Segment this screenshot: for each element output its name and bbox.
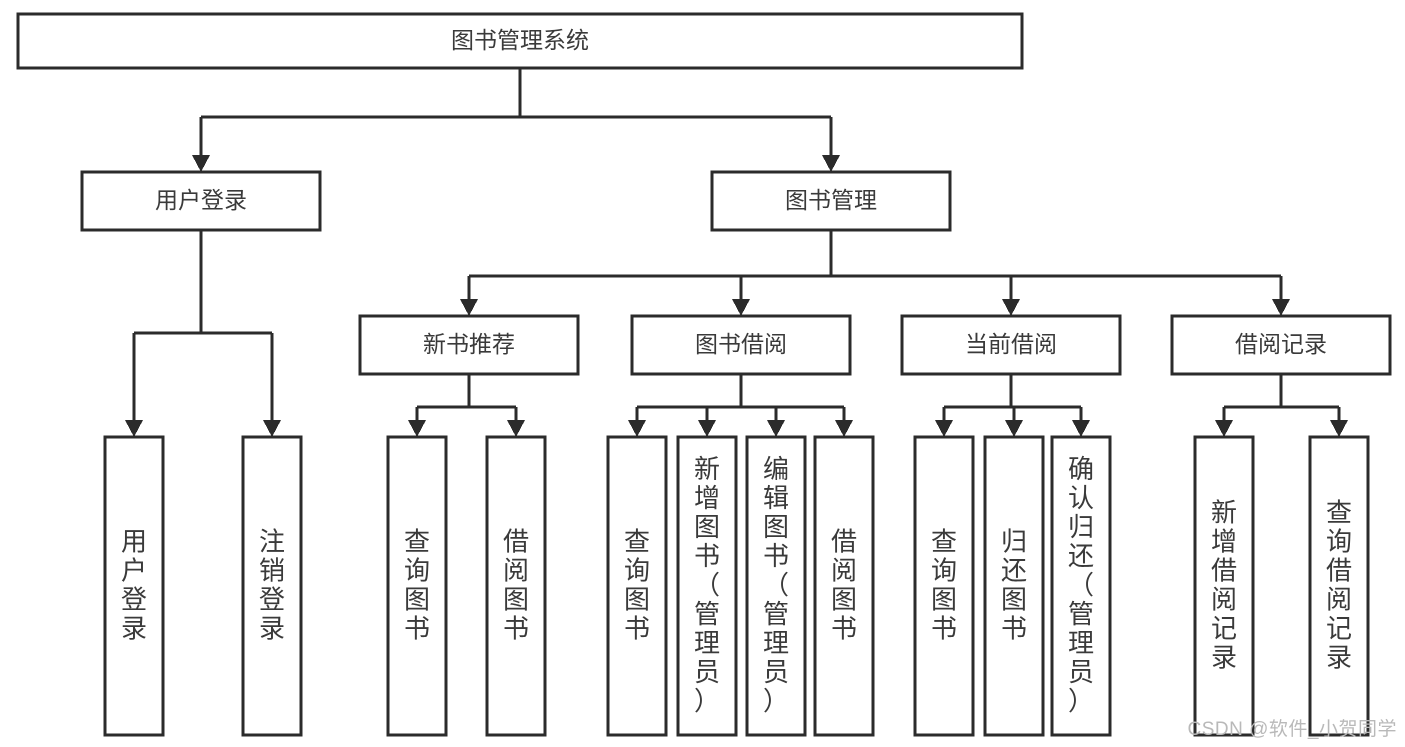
node-level2-3[interactable]: 借阅记录 — [1170, 314, 1392, 376]
connector-bookmgmt-to-level2 — [460, 230, 1290, 316]
node-leaf-5[interactable]: 新增图书（管理员） — [676, 435, 738, 737]
node-label: 借阅记录 — [1235, 331, 1327, 357]
connector-newbook-to-leaves — [408, 374, 525, 437]
connector-root-to-level1 — [192, 68, 840, 172]
node-label-vertical: 查询图书 — [624, 527, 650, 644]
node-leaf-11[interactable]: 新增借阅记录 — [1193, 435, 1255, 737]
node-label-vertical: 查询图书 — [404, 527, 430, 644]
node-label-vertical: 归还图书 — [1001, 527, 1027, 644]
connector-borrow-to-leaves — [628, 374, 853, 437]
node-level1-0[interactable]: 用户登录 — [80, 170, 322, 232]
node-leaf-9[interactable]: 归还图书 — [983, 435, 1045, 737]
node-leaf-6[interactable]: 编辑图书（管理员） — [745, 435, 807, 737]
node-label-vertical: 用户登录 — [121, 527, 147, 644]
node-level2-1[interactable]: 图书借阅 — [630, 314, 852, 376]
node-leaf-3[interactable]: 借阅图书 — [485, 435, 547, 737]
node-label-vertical: 查询借阅记录 — [1326, 498, 1352, 673]
node-label-vertical: 借阅图书 — [503, 527, 529, 644]
node-leaf-10[interactable]: 确认归还（管理员） — [1050, 435, 1112, 737]
node-label: 用户登录 — [155, 187, 247, 213]
node-leaf-4[interactable]: 查询图书 — [606, 435, 668, 737]
node-label-vertical: 借阅图书 — [831, 527, 857, 644]
node-level2-0[interactable]: 新书推荐 — [358, 314, 580, 376]
node-level2-2[interactable]: 当前借阅 — [900, 314, 1122, 376]
connector-layer — [125, 68, 1348, 437]
node-label-vertical: 新增图书（管理员） — [694, 454, 720, 716]
node-label: 图书管理系统 — [451, 27, 589, 53]
node-leaf-12[interactable]: 查询借阅记录 — [1308, 435, 1370, 737]
node-leaf-2[interactable]: 查询图书 — [386, 435, 448, 737]
node-label: 图书管理 — [785, 187, 877, 213]
node-label: 新书推荐 — [423, 331, 515, 357]
node-leaf-7[interactable]: 借阅图书 — [813, 435, 875, 737]
connector-record-to-leaves — [1215, 374, 1348, 437]
node-leaf-0[interactable]: 用户登录 — [103, 435, 165, 737]
node-label-vertical: 新增借阅记录 — [1211, 498, 1237, 673]
node-label: 图书借阅 — [695, 331, 787, 357]
node-label-vertical: 确认归还（管理员） — [1068, 454, 1094, 716]
connector-current-to-leaves — [935, 374, 1090, 437]
node-root-图书管理系统[interactable]: 图书管理系统 — [16, 12, 1024, 70]
node-label-vertical: 编辑图书（管理员） — [763, 454, 789, 716]
node-label-vertical: 注销登录 — [259, 527, 285, 644]
node-level1-1[interactable]: 图书管理 — [710, 170, 952, 232]
connector-login-to-leaves — [125, 230, 281, 437]
node-label: 当前借阅 — [965, 331, 1057, 357]
node-leaf-8[interactable]: 查询图书 — [913, 435, 975, 737]
node-layer: 图书管理系统用户登录图书管理新书推荐图书借阅当前借阅借阅记录用户登录注销登录查询… — [16, 12, 1392, 737]
watermark-label: CSDN @软件_小贺同学 — [1187, 719, 1397, 740]
node-leaf-1[interactable]: 注销登录 — [241, 435, 303, 737]
node-label-vertical: 查询图书 — [931, 527, 957, 644]
